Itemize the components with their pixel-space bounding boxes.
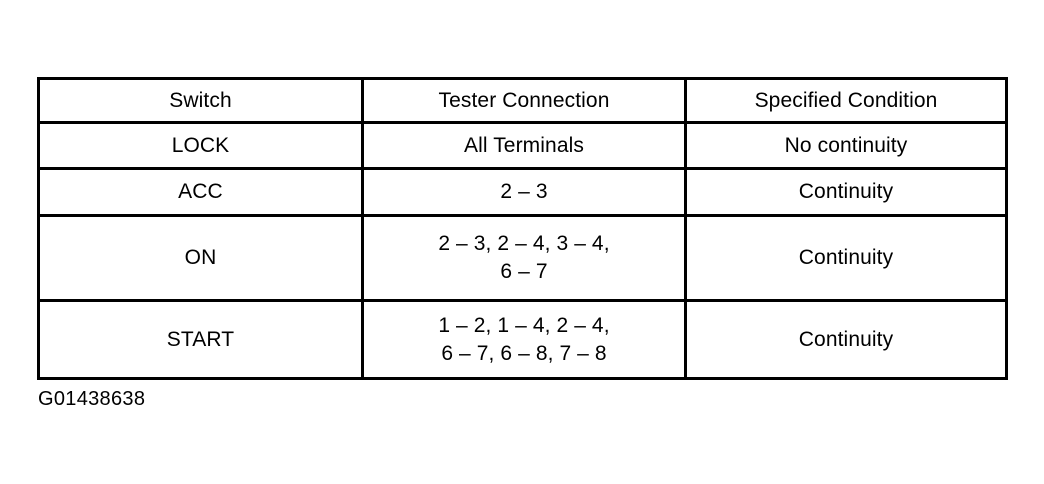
cell-switch-start: START	[37, 299, 364, 380]
table-header-row: Switch Tester Connection Specified Condi…	[37, 77, 1008, 124]
figure-caption: G01438638	[38, 388, 146, 410]
cell-tester-connection-acc: 2 – 3	[361, 167, 687, 217]
specification-table: Switch Tester Connection Specified Condi…	[37, 77, 1008, 380]
cell-tester-connection-on: 2 – 3, 2 – 4, 3 – 4, 6 – 7	[361, 214, 687, 302]
column-header-switch: Switch	[37, 77, 364, 124]
cell-specified-condition-start: Continuity	[684, 299, 1008, 380]
table-row: ACC 2 – 3 Continuity	[37, 167, 1008, 217]
cell-specified-condition-lock: No continuity	[684, 121, 1008, 170]
cell-tester-connection-lock: All Terminals	[361, 121, 687, 170]
cell-switch-lock: LOCK	[37, 121, 364, 170]
cell-tester-connection-start: 1 – 2, 1 – 4, 2 – 4, 6 – 7, 6 – 8, 7 – 8	[361, 299, 687, 380]
cell-specified-condition-on: Continuity	[684, 214, 1008, 302]
column-header-specified-condition: Specified Condition	[684, 77, 1008, 124]
cell-specified-condition-acc: Continuity	[684, 167, 1008, 217]
table-row: ON 2 – 3, 2 – 4, 3 – 4, 6 – 7 Continuity	[37, 214, 1008, 302]
cell-switch-on: ON	[37, 214, 364, 302]
table-row: LOCK All Terminals No continuity	[37, 121, 1008, 170]
column-header-tester-connection: Tester Connection	[361, 77, 687, 124]
cell-switch-acc: ACC	[37, 167, 364, 217]
table-row: START 1 – 2, 1 – 4, 2 – 4, 6 – 7, 6 – 8,…	[37, 299, 1008, 380]
